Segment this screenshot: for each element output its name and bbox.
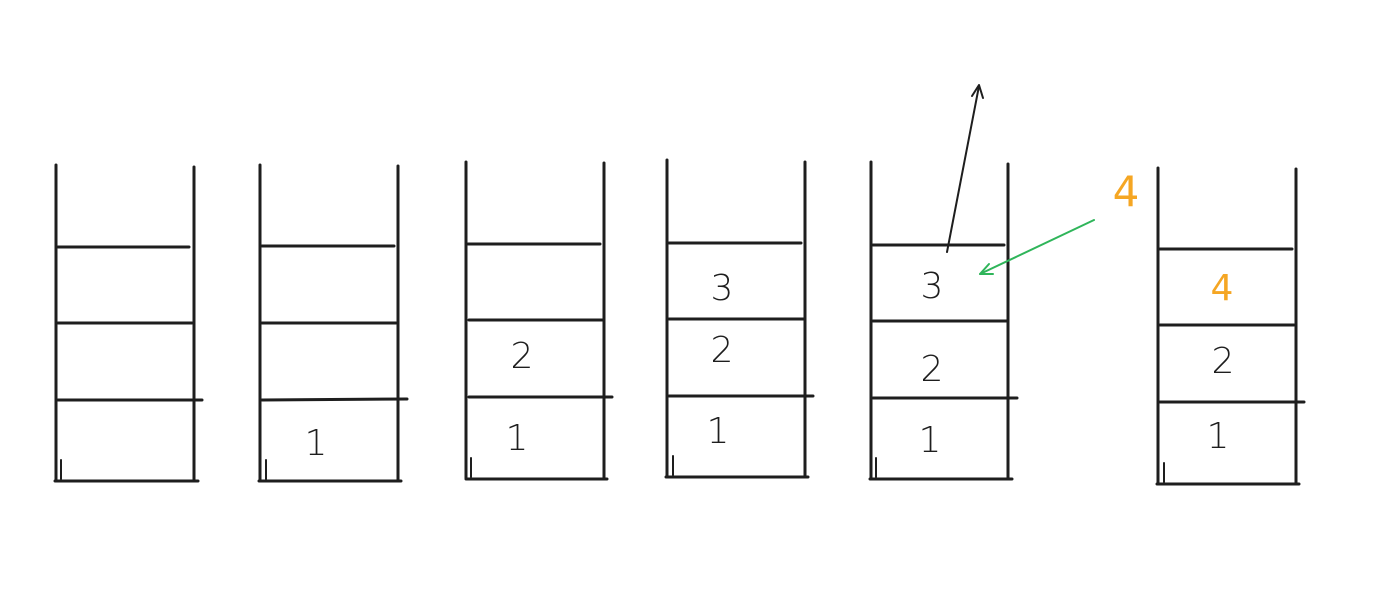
stack-item-bottom: 1 [305, 423, 328, 464]
stack-item-bottom: 1 [1207, 416, 1230, 457]
stack-item-middle: 2 [711, 330, 734, 371]
stack-item-middle: 2 [921, 349, 944, 390]
stack-item-bottom: 1 [707, 411, 730, 452]
stack-2: 1 [257, 163, 409, 483]
stack-6: 1 2 4 [1155, 166, 1306, 486]
stack-item-bottom: 1 [506, 418, 529, 459]
stack-item-top: 3 [711, 268, 734, 309]
pop-arrow [946, 85, 980, 253]
stack-item-top: 4 [1211, 268, 1234, 309]
pop-arrow-head [971, 84, 984, 99]
stack-item-middle: 2 [1212, 341, 1235, 382]
slot-divider [260, 397, 409, 402]
stack-4: 1 2 3 [664, 158, 815, 479]
incoming-item-label: 4 [1113, 167, 1140, 216]
stack-item-middle: 2 [511, 336, 534, 377]
push-arrow-head [979, 263, 994, 275]
stack-1 [53, 163, 204, 483]
stack-3: 1 2 [464, 160, 614, 481]
push-arrow [979, 219, 1095, 275]
stack-5: 1 2 3 [868, 84, 1095, 481]
stack-item-bottom: 1 [919, 420, 942, 461]
stack-item-top: 3 [921, 266, 944, 307]
